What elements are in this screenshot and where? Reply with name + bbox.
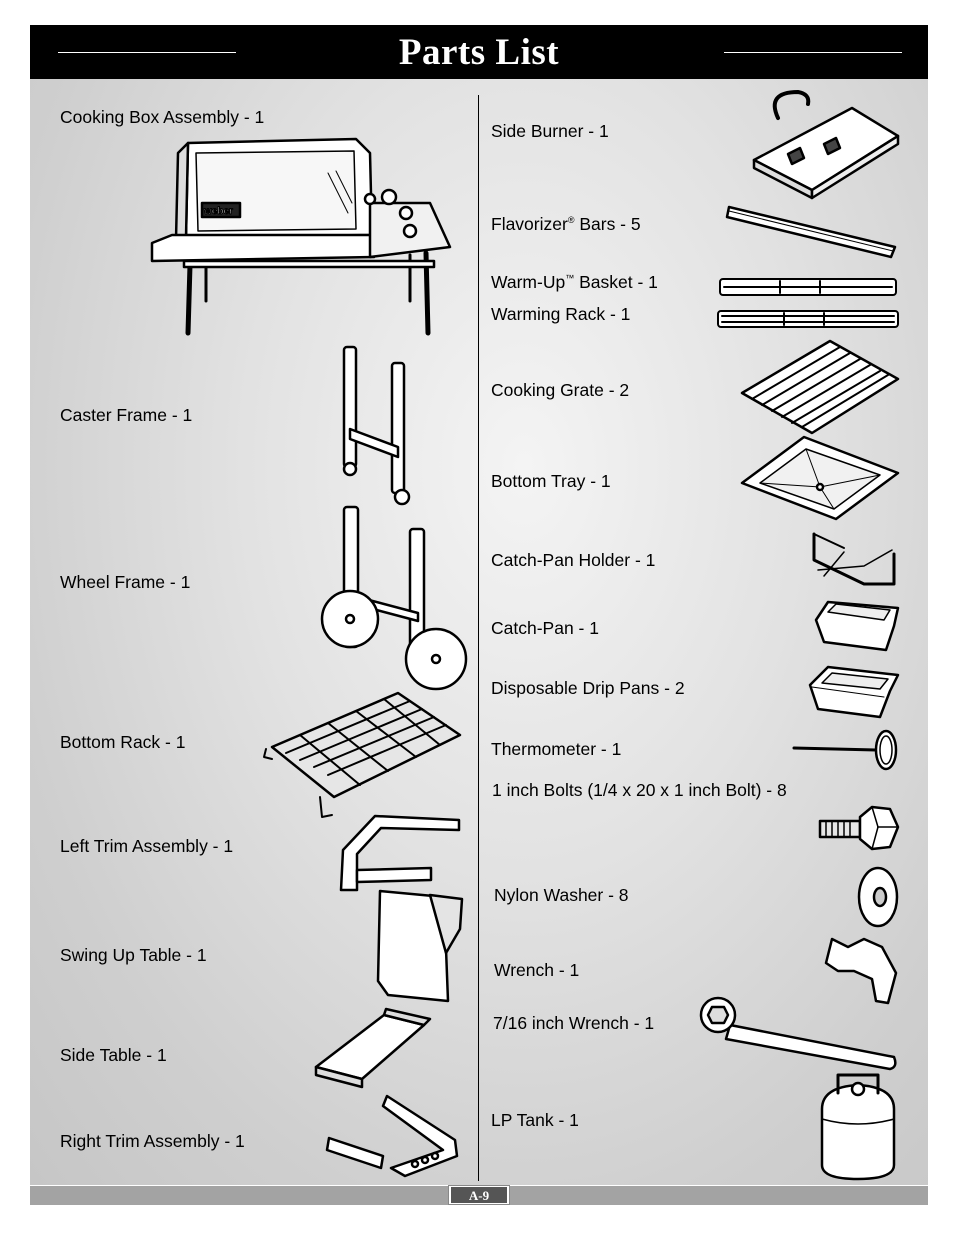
part-label-thermometer: Thermometer - 1 <box>491 739 622 759</box>
header-rule-right <box>724 52 902 53</box>
grill-icon: weber <box>150 137 452 336</box>
grill-logo-text: weber <box>203 206 233 217</box>
bottom-rack-icon <box>263 691 462 818</box>
column-divider <box>478 95 479 1181</box>
part-label-caster-frame: Caster Frame - 1 <box>60 405 193 425</box>
caster-frame-icon <box>342 345 411 506</box>
washer-icon <box>857 866 899 928</box>
part-label-bolts: 1 inch Bolts (1/4 x 20 x 1 inch Bolt) - … <box>492 780 787 800</box>
part-label-bottom-rack: Bottom Rack - 1 <box>60 732 186 752</box>
part-label-catch-pan: Catch-Pan - 1 <box>491 618 599 638</box>
part-label-left-trim-assembly: Left Trim Assembly - 1 <box>60 836 234 856</box>
part-label-flavorizer-bars: Flavorizer® Bars - 5 <box>491 214 641 234</box>
page-title: Parts List <box>398 32 560 73</box>
part-label-side-burner: Side Burner - 1 <box>491 121 609 141</box>
warming-rack-icon <box>717 310 899 328</box>
part-label-7-16-wrench: 7/16 inch Wrench - 1 <box>493 1013 655 1033</box>
part-label-right-trim-assembly: Right Trim Assembly - 1 <box>60 1131 245 1151</box>
warm-up-basket-icon <box>719 278 897 296</box>
part-label-lp-tank: LP Tank - 1 <box>491 1110 579 1130</box>
page-number: A-9 <box>451 1187 507 1203</box>
lp-tank-icon <box>820 1073 896 1181</box>
part-label-nylon-washer: Nylon Washer - 8 <box>494 885 629 905</box>
catch-pan-holder-icon <box>812 532 896 586</box>
page-header: Parts List <box>30 25 928 79</box>
part-label-cooking-box-assembly: Cooking Box Assembly - 1 <box>60 107 265 127</box>
side-burner-icon <box>752 90 900 200</box>
thermometer-icon <box>792 729 898 771</box>
cooking-grate-icon <box>740 339 900 435</box>
left-trim-icon <box>339 814 461 892</box>
part-label-cooking-grate: Cooking Grate - 2 <box>491 380 630 400</box>
flavorizer-bar-icon <box>725 205 897 259</box>
catch-pan-icon <box>814 600 900 652</box>
part-label-warm-up-basket: Warm-Up™ Basket - 1 <box>491 272 658 292</box>
part-label-wrench: Wrench - 1 <box>494 960 580 980</box>
header-rule-left <box>58 52 236 53</box>
part-label-warming-rack: Warming Rack - 1 <box>491 304 631 324</box>
part-label-swing-up-table: Swing Up Table - 1 <box>60 945 207 965</box>
parts-list-page: Parts List Cooking Box Assembly - 1 Cast… <box>30 25 928 1205</box>
wheel-frame-icon <box>320 505 468 691</box>
part-label-disposable-drip-pans: Disposable Drip Pans - 2 <box>491 678 685 698</box>
drip-pan-icon <box>808 665 900 719</box>
bottom-tray-icon <box>740 435 900 521</box>
bolt-icon <box>818 805 900 851</box>
wrench-icon <box>824 937 898 1005</box>
open-wrench-icon <box>699 996 897 1071</box>
parts-panel <box>30 79 928 1185</box>
side-table-icon <box>314 1007 432 1089</box>
part-label-side-table: Side Table - 1 <box>60 1045 167 1065</box>
right-trim-icon <box>325 1094 459 1178</box>
part-label-bottom-tray: Bottom Tray - 1 <box>491 471 611 491</box>
part-label-catch-pan-holder: Catch-Pan Holder - 1 <box>491 550 656 570</box>
page-number-badge: A-9 <box>448 1185 510 1205</box>
swing-up-table-icon <box>376 889 464 1003</box>
trademark-mark: ™ <box>565 273 575 284</box>
part-label-wheel-frame: Wheel Frame - 1 <box>60 572 191 592</box>
registered-mark: ® <box>567 215 575 226</box>
